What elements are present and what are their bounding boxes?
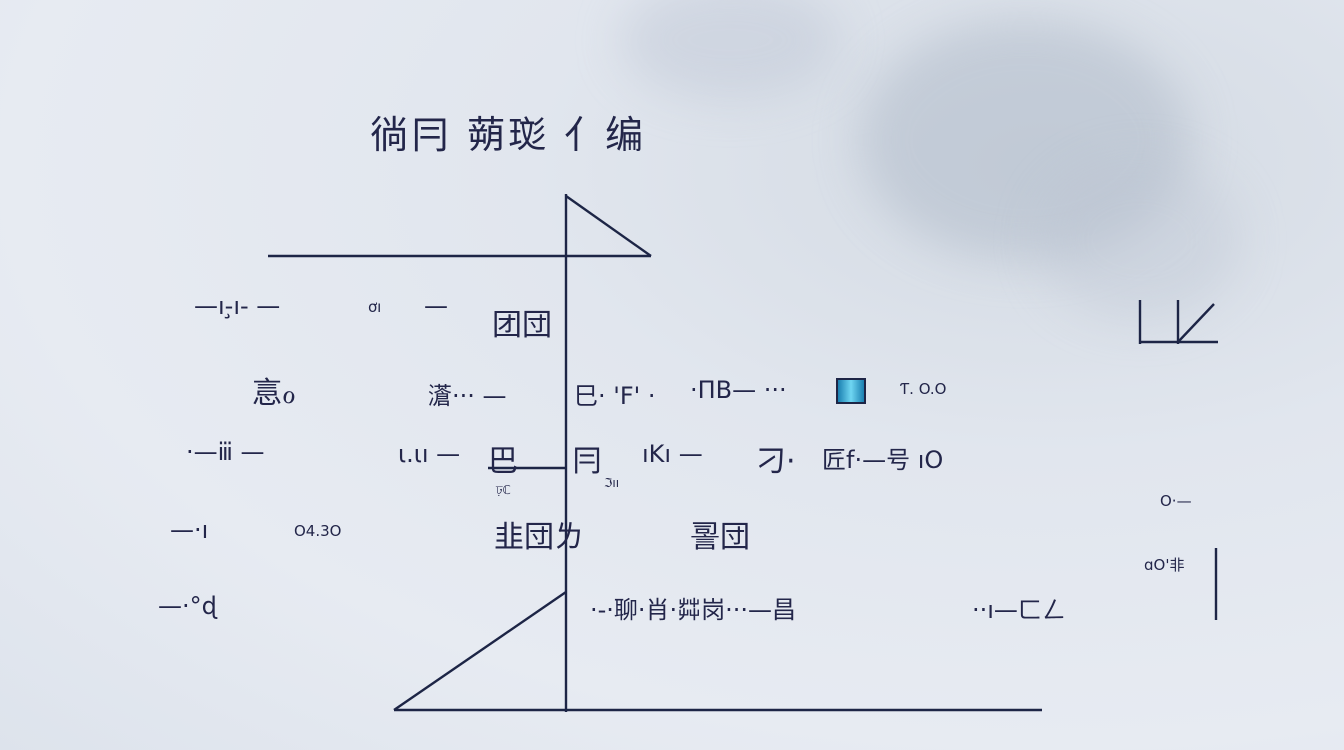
row3-sublabel-1: ঢ়ℂ [496, 483, 511, 497]
row3-label-e: ıKı — [642, 440, 703, 468]
row2-label-e: Ƭ. O.O [900, 380, 947, 398]
background-haze [620, 0, 840, 100]
row5-label-b: ·-·聊·肖·茻岗···—昌 [590, 596, 797, 624]
row4-label-b: O4.3O [294, 522, 342, 540]
side-label-b: O·— [1160, 492, 1192, 510]
row2-label-b: 濸··· — [428, 382, 507, 410]
row2-label-a: 悥ℴ [252, 376, 296, 411]
bottom-triangle-edge [393, 591, 567, 711]
row3-label-b: ι.ιı — [398, 440, 461, 468]
row1-label-a: —ı-̧ı- — [194, 292, 281, 320]
row2-label-d: ·ПΒ— ··· [690, 376, 787, 404]
cyan-highlight-box [836, 378, 866, 404]
diagram-title: 徜冃 蒴珳 亻编 [370, 113, 647, 157]
right-mark-line [1177, 303, 1215, 343]
row3-sublabel-2: ℑıı [604, 476, 620, 490]
top-triangle-edge [565, 195, 652, 257]
row3-label-c: 巴 [488, 444, 518, 479]
row2-label-c: 巳· 'F' · [574, 382, 656, 410]
row5-label-a: —·°ɖ [158, 592, 217, 620]
background-haze [860, 20, 1190, 260]
side-label-c: ɑO'非 [1144, 556, 1185, 574]
row4-label-a: —·ı [170, 516, 209, 544]
row1-label-d: 团団 [492, 308, 552, 343]
row4-label-d: 䛐団 [690, 520, 750, 555]
row1-label-c: — [424, 292, 448, 320]
row1-label-b: ơı [368, 298, 382, 316]
row3-label-d: 冃 [572, 444, 602, 479]
row4-label-c: 韭団ㄌ [494, 520, 584, 555]
row3-label-g: 匠f·—号 ıO [822, 446, 944, 474]
row3-label-a: ·—ⅲ — [186, 438, 265, 466]
row5-label-c: ··ı—ㄈㄥ [972, 596, 1066, 624]
row3-label-f: 刁· [756, 444, 796, 479]
background-haze [1040, 160, 1240, 320]
